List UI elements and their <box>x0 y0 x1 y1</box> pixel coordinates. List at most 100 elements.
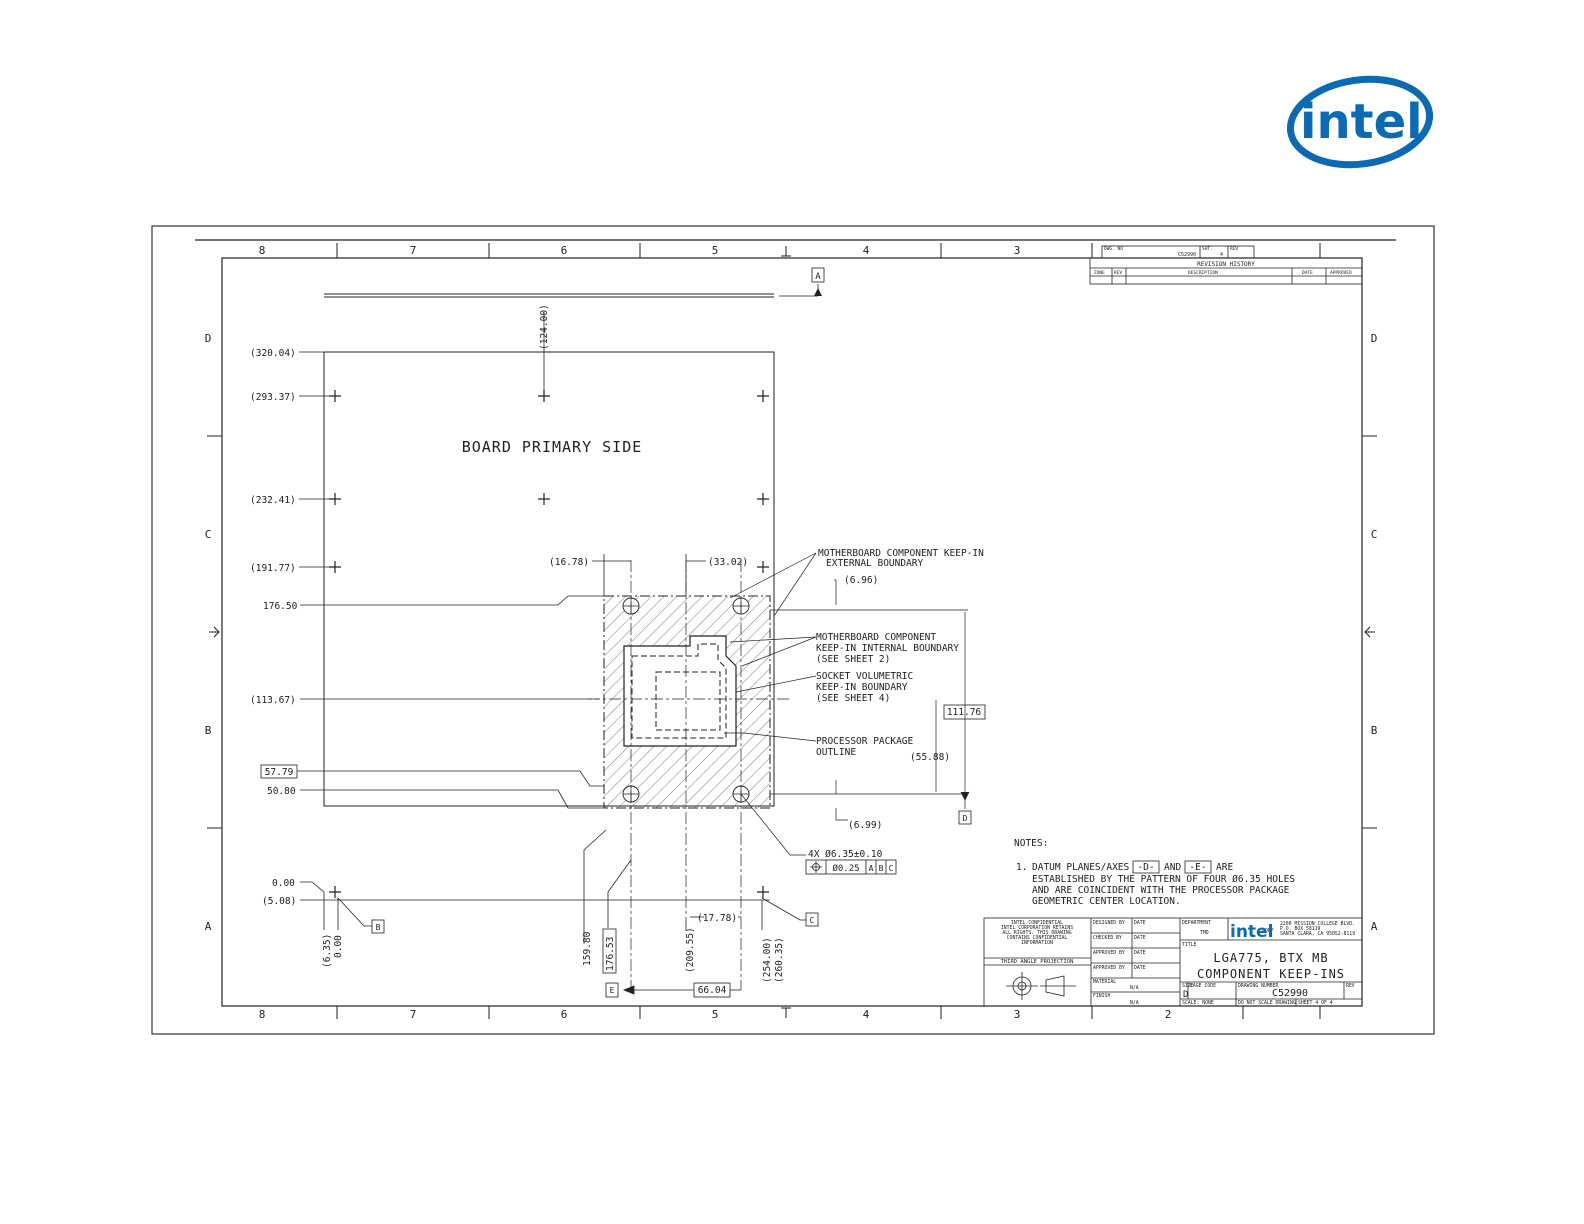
rev-rev-label: REV <box>1230 246 1238 252</box>
rev-sht: 4 <box>1220 252 1223 258</box>
zone-col-7-bottom: 7 <box>410 1008 417 1021</box>
drawing-title-1: LGA775, BTX MB <box>1213 951 1328 965</box>
dim-113: (113.67) <box>250 695 296 706</box>
callout-keep-in-external-1: MOTHERBOARD COMPONENT KEEP-IN <box>818 548 984 559</box>
title-block-intel-logo: intel <box>1230 922 1273 942</box>
address-2: P.O. BOX 58119 <box>1280 926 1321 932</box>
fcf-datum-c: C <box>889 864 894 873</box>
fcf-tolerance: Ø0.25 <box>832 863 859 874</box>
approved-date-2: DATE <box>1134 965 1146 971</box>
third-angle-projection-icon <box>1006 972 1076 1000</box>
size-value: D <box>1183 990 1188 1000</box>
zone-row-a: A <box>205 920 212 933</box>
board-label: BOARD PRIMARY SIDE <box>462 438 643 456</box>
dim-320: (320.04) <box>250 348 296 359</box>
datum-a: A <box>324 267 825 298</box>
zone-col-7: 7 <box>410 244 417 257</box>
dim-293: (293.37) <box>250 392 296 403</box>
zone-col-4-bottom: 4 <box>863 1008 870 1021</box>
note1-are: ARE <box>1216 862 1233 873</box>
dim-254: (254.00) <box>762 937 773 983</box>
dim-x-0-00: 0.00 <box>333 935 344 958</box>
datum-d-label: D <box>963 814 968 823</box>
sheet-label: SHEET 4 OF 4 <box>1298 1000 1333 1006</box>
zone-col-6: 6 <box>561 244 568 257</box>
note1-datum-d: -D- <box>1137 862 1154 873</box>
rev-header-description: DESCRIPTION <box>1188 270 1218 276</box>
dim-260: (260.35) <box>774 937 785 983</box>
logo-text: intel <box>1300 94 1423 150</box>
zone-row-c-right: C <box>1371 528 1378 541</box>
rev-header-date: DATE <box>1302 270 1313 276</box>
address-3: SANTA CLARA, CA 95052-8119 <box>1280 931 1355 937</box>
keep-in-region <box>588 560 790 990</box>
revision-block: DWG. NO C52990 SHT. 4 REV REVISION HISTO… <box>1089 245 1363 285</box>
note1-datum-e: -E- <box>1189 862 1206 873</box>
zone-row-d-right: D <box>1371 332 1378 345</box>
note1-b: ESTABLISHED BY THE PATTERN OF FOUR Ø6.35… <box>1032 874 1295 885</box>
confidential-2: INTEL CORPORATION RETAINS <box>1001 925 1073 931</box>
rev-sht-label: SHT. <box>1202 246 1213 252</box>
designed-date: DATE <box>1134 920 1146 926</box>
dim-111-76: 111.76 <box>947 707 982 718</box>
finish-label: FINISH <box>1093 993 1110 999</box>
finish-value: N/A <box>1130 1000 1139 1006</box>
approved-date: DATE <box>1134 950 1146 956</box>
datum-d: D <box>958 810 972 825</box>
confidential-3: ALL RIGHTS. THIS DRAWING <box>1002 930 1071 936</box>
dim-17-78: (17.78) <box>697 913 737 924</box>
notes-title: NOTES: <box>1014 838 1048 849</box>
department-value: TMD <box>1200 930 1209 936</box>
datum-e: E <box>605 982 619 998</box>
confidential-5: INFORMATION <box>1021 940 1053 946</box>
dim-0-00: 0.00 <box>272 878 295 889</box>
zone-col-4: 4 <box>863 244 870 257</box>
address-1: 2200 MISSION COLLEGE BLVD. <box>1280 921 1355 927</box>
callout-keep-in-external-2: EXTERNAL BOUNDARY <box>826 558 924 569</box>
fcf-datum-b: B <box>879 864 884 873</box>
feature-control-frame: Ø0.25 A B C <box>805 859 897 875</box>
callout-socket-3: (SEE SHEET 4) <box>816 693 890 704</box>
dim-6-96: (6.96) <box>844 575 878 586</box>
zone-col-5-bottom: 5 <box>712 1008 719 1021</box>
callout-socket-2: KEEP-IN BOUNDARY <box>816 682 908 693</box>
callout-keep-in-internal-3: (SEE SHEET 2) <box>816 654 890 665</box>
dim-66-04-box: 66.04 <box>693 982 731 998</box>
note1-num: 1. <box>1016 862 1027 873</box>
note1-c: AND ARE COINCIDENT WITH THE PROCESSOR PA… <box>1032 885 1290 896</box>
title-label: TITLE <box>1182 942 1197 948</box>
projection-label: THIRD ANGLE PROJECTION <box>1001 959 1074 965</box>
confidential-4: CONTAINS CONFIDENTIAL <box>1007 935 1068 941</box>
dim-6-99: (6.99) <box>848 820 882 831</box>
dim-33-02: (33.02) <box>708 557 748 568</box>
dim-55-88: (55.88) <box>910 752 950 763</box>
dwg-label: DRAWING NUMBER <box>1238 983 1279 989</box>
zone-row-a-right: A <box>1371 920 1378 933</box>
datum-a-label: A <box>815 272 821 282</box>
zone-col-3: 3 <box>1014 244 1021 257</box>
dim-209-55: (209.55) <box>685 927 696 973</box>
department-label: DEPARTMENT <box>1182 920 1211 926</box>
checked-by: CHECKED BY <box>1093 935 1122 941</box>
rev-header-approved: APPROVED <box>1330 270 1352 276</box>
dim-57-79-box: 57.79 <box>260 764 298 779</box>
zone-row-c: C <box>205 528 212 541</box>
datum-c: C <box>805 912 819 927</box>
dim-232: (232.41) <box>250 495 296 506</box>
material-value: N/A <box>1130 985 1139 991</box>
intel-logo: intel <box>1286 75 1434 169</box>
dim-16-78: (16.78) <box>549 557 589 568</box>
corp-label: CORP <box>1262 928 1274 934</box>
zone-col-5: 5 <box>712 244 719 257</box>
rev-header-rev: REV <box>1114 270 1122 276</box>
dim-66-04: 66.04 <box>698 985 727 996</box>
dim-5-08: (5.08) <box>262 896 296 907</box>
callout-socket-1: SOCKET VOLUMETRIC <box>816 671 913 682</box>
datum-c-label: C <box>810 916 815 925</box>
dim-176-53-box: 176.53 <box>602 928 617 974</box>
dim-176-53: 176.53 <box>605 937 616 971</box>
approved-by: APPROVED BY <box>1093 950 1125 956</box>
zone-row-d: D <box>205 332 212 345</box>
callout-holes: 4X Ø6.35±0.10 <box>808 849 883 860</box>
